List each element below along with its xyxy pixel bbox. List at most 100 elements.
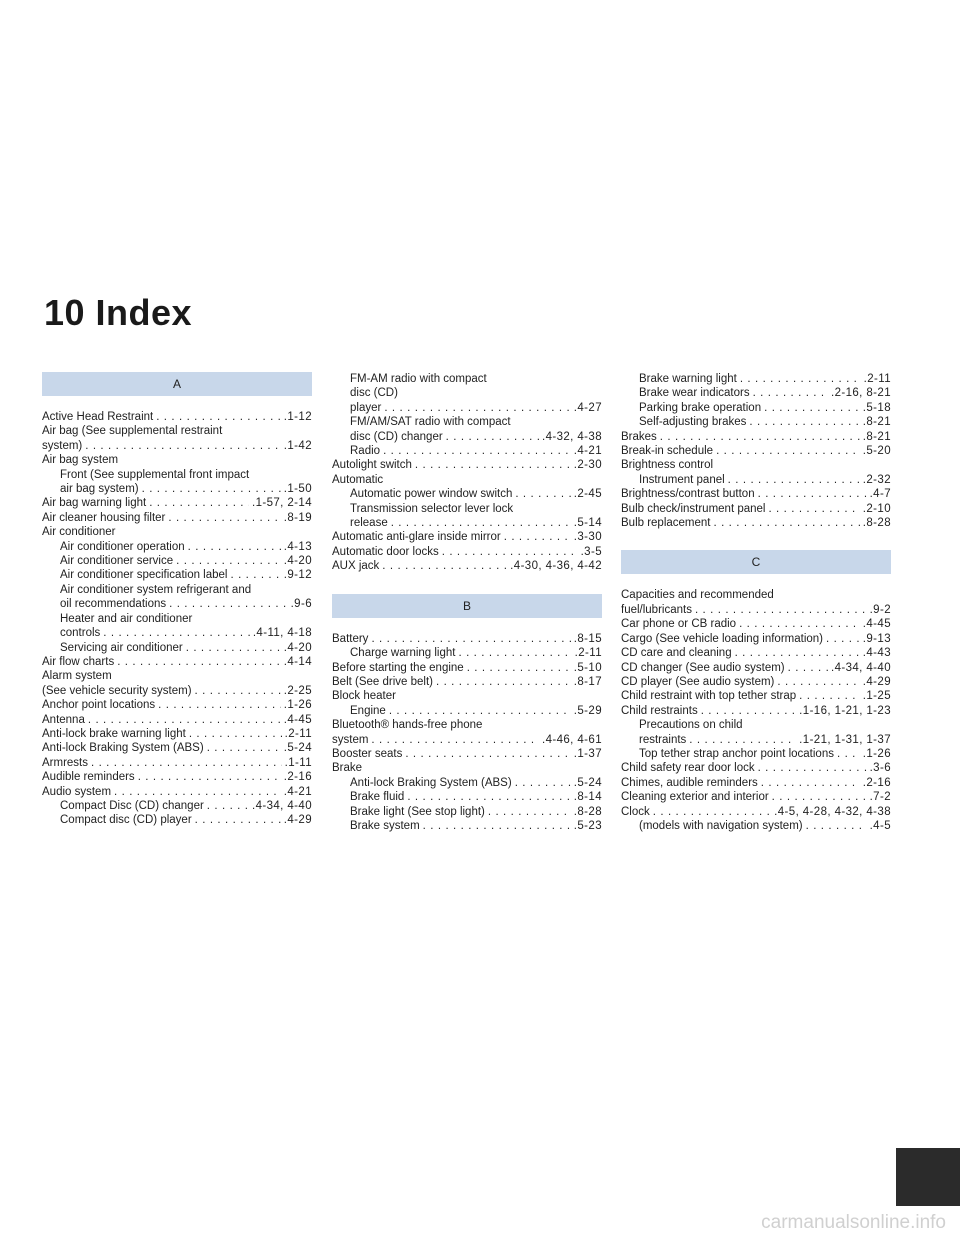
index-term: Air bag system [42,454,119,467]
dot-leader [728,473,860,487]
page-reference: .4-7 [869,488,891,501]
index-entry: Compact Disc (CD) changer.4-34, 4-40 [42,799,312,813]
index-entry: Clock .4-5, 4-28, 4-32, 4-38 [621,805,891,819]
page-reference: .1-11 [284,756,312,769]
page-reference: .2-45 [573,488,602,501]
page-reference: .8-28 [862,517,891,530]
index-entry: Air bag system [42,453,312,467]
page-reference: .8-21 [862,416,891,429]
dot-leader [488,805,571,819]
index-entry: Autolight switch.2-30 [332,458,602,472]
index-term: Brakes [621,430,657,443]
dot-leader [761,776,860,790]
index-entry: FM/AM/SAT radio with compact [332,415,602,429]
index-term: fuel/lubricants [621,603,692,616]
dot-leader [515,776,571,790]
index-term: Heater and air conditioner [60,612,193,625]
page-reference: .1-16, 1-21, 1-23 [799,704,891,717]
dot-leader [85,439,281,453]
dot-leader [186,641,281,655]
index-entry: Alarm system [42,669,312,683]
page-reference: .5-10 [573,661,602,674]
index-entry: CD player (See audio system).4-29 [621,675,891,689]
dot-leader [169,597,287,611]
dot-leader [389,704,571,718]
index-entry: Automatic power window switch.2-45 [332,487,602,501]
index-entry: Brightness control [621,458,891,472]
page-reference: .2-16 [862,776,891,789]
index-entry: Brake warning light.2-11 [621,372,891,386]
index-entry: Brake fluid.8-14 [332,790,602,804]
index-term: restraints [639,733,687,746]
index-term: Cargo (See vehicle loading information) [621,632,823,645]
dot-leader [383,444,571,458]
dot-leader [749,415,859,429]
dot-leader [826,632,860,646]
index-entry: controls.4-11, 4-18 [42,626,312,640]
dot-leader [764,401,860,415]
index-entry: AUX jack.4-30, 4-36, 4-42 [332,559,602,573]
index-term: Parking brake operation [639,401,762,414]
index-term: Front (See supplemental front impact [60,468,250,481]
index-entry: Car phone or CB radio.4-45 [621,617,891,631]
page-reference: .5-23 [573,819,602,832]
page-reference: .4-5, 4-28, 4-32, 4-38 [774,805,891,818]
dot-leader [777,675,859,689]
index-entry: (See vehicle security system).2-25 [42,684,312,698]
dot-leader [195,684,281,698]
index-entry: fuel/lubricants.9-2 [621,603,891,617]
index-entry: Air bag (See supplemental restraint [42,424,312,438]
dot-leader [740,372,861,386]
index-entry: Air conditioner specification label.9-12 [42,568,312,582]
index-term: Clock [621,805,650,818]
page-reference: .1-12 [283,411,312,423]
page-reference: .4-21 [573,445,602,458]
index-entry: Anti-lock Braking System (ABS).5-24 [42,741,312,755]
page-reference: .4-14 [283,655,312,668]
page-reference: .2-16 [283,771,312,784]
dot-leader [701,704,796,718]
dot-leader [442,545,578,559]
index-entry: Air flow charts.4-14 [42,655,312,669]
index-entry: Brake light (See stop light).8-28 [332,805,602,819]
page-reference: .1-50 [283,483,312,496]
index-entry: Air conditioner service.4-20 [42,554,312,568]
index-entry: Brightness/contrast button .4-7 [621,487,891,501]
index-term: Before starting the engine [332,661,464,674]
index-entry: Brake wear indicators.2-16, 8-21 [621,386,891,400]
index-term: Automatic [332,473,384,486]
page-reference: .5-29 [573,704,602,717]
index-entry: Parking brake operation .5-18 [621,401,891,415]
index-term: Brake fluid [350,791,405,804]
index-term: (models with navigation system) [639,819,803,832]
index-entry: Top tether strap anchor point locations.… [621,747,891,761]
page-reference: .1-42 [283,439,312,452]
page-reference: .5-18 [862,401,891,414]
index-entry: player.4-27 [332,401,602,415]
index-entry: disc (CD) [332,386,602,400]
dot-leader [758,761,867,775]
index-term: Bluetooth® hands-free phone [332,719,483,732]
page-reference: .4-43 [862,647,891,660]
page-reference: .4-29 [283,814,312,827]
dot-leader [230,568,280,582]
index-entry: Cleaning exterior and interior.7-2 [621,790,891,804]
index-term: Break-in schedule [621,445,714,458]
page-reference: .1-21, 1-31, 1-37 [799,733,891,746]
index-term: Radio [350,445,381,458]
index-term: Top tether strap anchor point locations [639,747,834,760]
index-term: Audio system [42,785,112,798]
index-entry: CD care and cleaning.4-43 [621,646,891,660]
page-reference: .2-30 [573,459,602,472]
index-term: Battery [332,632,369,645]
index-term: AUX jack [332,560,380,573]
index-entry: Automatic door locks.3-5 [332,545,602,559]
index-term: Brake wear indicators [639,387,750,400]
index-entry: (models with navigation system).4-5 [621,819,891,833]
index-entry: Air conditioner operation.4-13 [42,540,312,554]
index-term: Brightness/contrast button [621,488,755,501]
dot-leader [436,675,571,689]
page-reference: .4-20 [283,555,312,568]
index-term: Child safety rear door lock [621,762,755,775]
index-term: Compact disc (CD) player [60,814,192,827]
